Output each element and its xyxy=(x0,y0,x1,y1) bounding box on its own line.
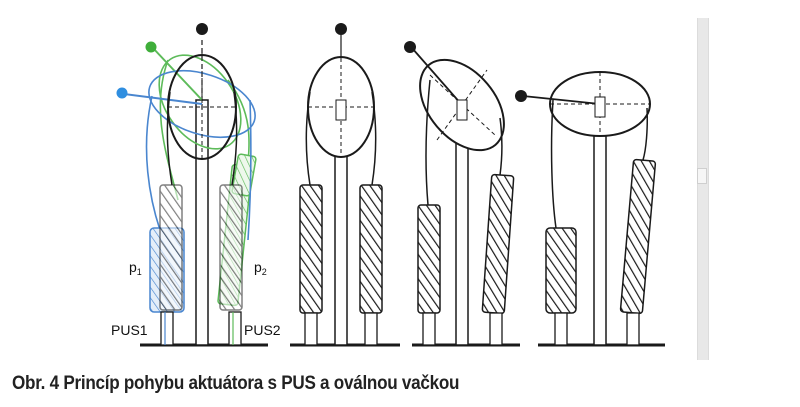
panel-3-rotated xyxy=(404,41,520,347)
label-p1: p1 xyxy=(129,259,142,277)
scrollbar[interactable] xyxy=(697,18,709,360)
label-pus2: PUS2 xyxy=(244,322,281,338)
label-pus1: PUS1 xyxy=(111,322,148,338)
panel-2-neutral xyxy=(290,23,400,347)
figure-caption: Obr. 4 Princíp pohybu aktuátora s PUS a … xyxy=(12,373,460,394)
scrollbar-handle[interactable] xyxy=(697,168,707,184)
panel-4-rotated xyxy=(515,71,665,347)
panel-1-overlay: p1 p2 PUS1 PUS2 xyxy=(111,23,281,347)
label-p2: p2 xyxy=(254,259,267,277)
